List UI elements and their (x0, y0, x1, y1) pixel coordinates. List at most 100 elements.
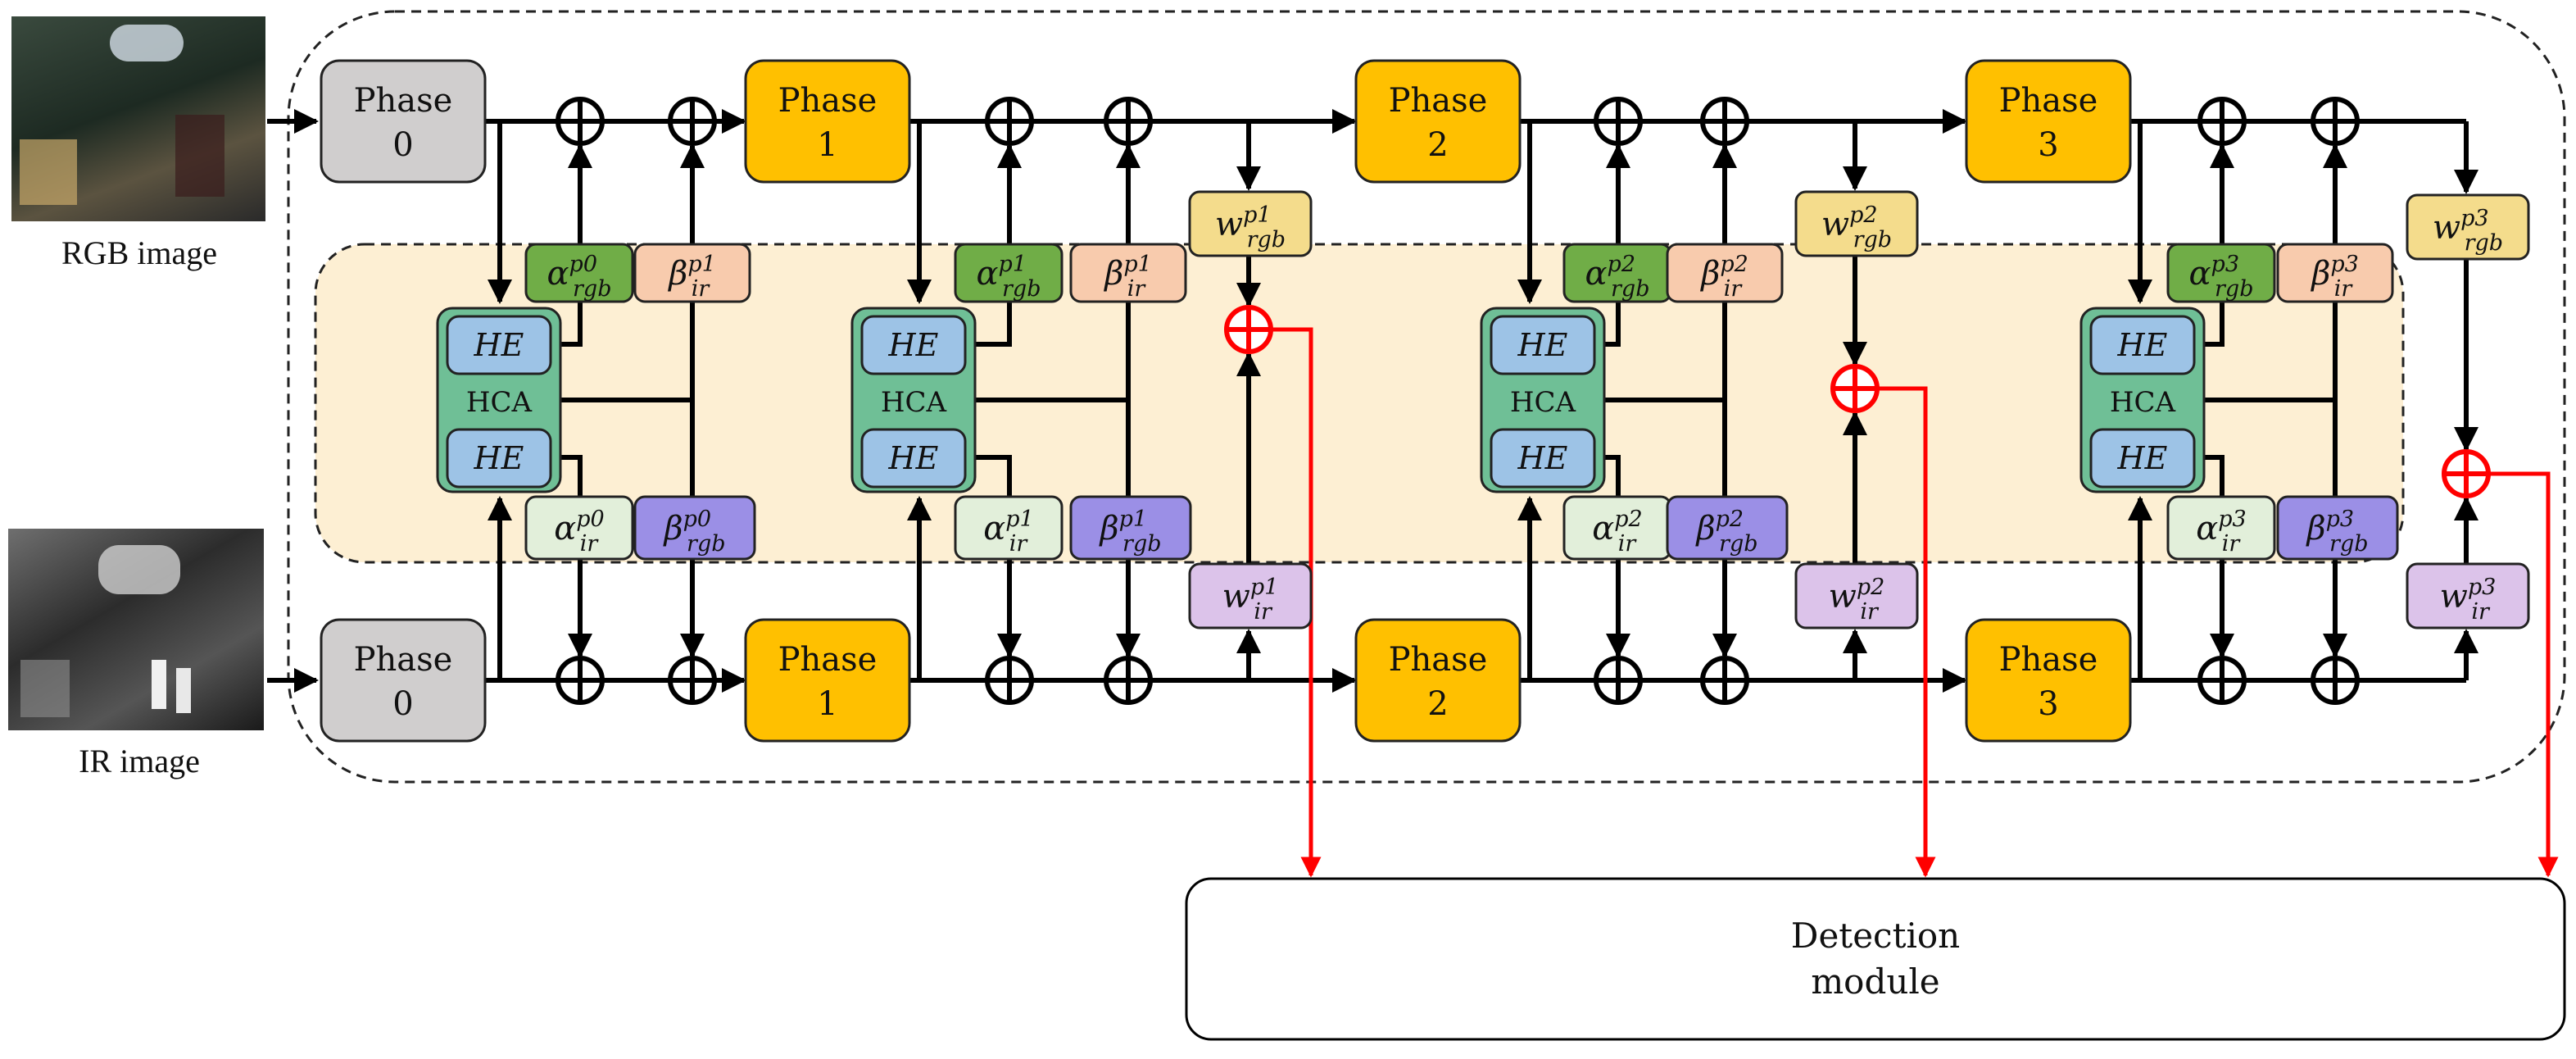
phase-0-rgb-number: 0 (392, 126, 413, 164)
backbone-container (287, 10, 2566, 784)
stage-1-rgb-add-beta (1104, 97, 1153, 146)
stage-2-rgb-add-alpha (1594, 97, 1643, 146)
stage-1-beta-ir (1069, 243, 1187, 303)
stage-3-hca-label: HCA (2110, 386, 2176, 419)
stage-2-beta-ir (1666, 243, 1784, 303)
stage-2-beta-rgb (1666, 495, 1789, 561)
stage-0-he-to-plus1-rgb (560, 143, 592, 347)
stage-0-alpha-rgb (524, 243, 634, 303)
phase-0-rgb (320, 59, 487, 184)
detection-label-line2: module (1811, 961, 1939, 1002)
rgb-input-image (11, 16, 265, 221)
stage-0-he-to-plus1-ir (560, 455, 592, 658)
stage-0-hca-he-top (446, 315, 552, 375)
stage-2-hca-he-bottom (1490, 428, 1596, 489)
stage-1-hca-he-top-label: HE (888, 327, 939, 363)
fusion-1-to-detection (1272, 327, 1322, 878)
stage-2-he-to-plus1-rgb (1604, 143, 1630, 347)
stage-2-rgb-add-beta (1700, 97, 1749, 146)
stage-0-ir-add-alpha (556, 656, 605, 705)
stage-0-ir-add-beta (668, 656, 717, 705)
phase-0-rgb-word: Phase (354, 82, 453, 120)
stage-3-rgb-add-alpha (2197, 97, 2247, 146)
stage-3-he-to-plus1-ir (2204, 455, 2234, 658)
stage-2-ir-add-alpha (1594, 656, 1643, 705)
stage-0-hca-he-top-label: HE (474, 327, 524, 363)
stage-0-rgb-add-beta (668, 97, 717, 146)
phase-1-ir (744, 618, 911, 743)
phase-3-rgb (1965, 59, 2132, 184)
fusion-2-sum (1830, 364, 1880, 413)
phase-0-ir-word: Phase (354, 641, 453, 679)
phase-0-ir-number: 0 (392, 685, 413, 723)
stage-2-hca-he-top-label: HE (1517, 327, 1568, 363)
stage-3-ir-add-beta (2311, 656, 2360, 705)
phase-3-rgb-number: 3 (2038, 126, 2058, 164)
stage-3-ir-add-alpha (2197, 656, 2247, 705)
fusion-3-w-rgb (2406, 193, 2530, 261)
phase-2-ir-number: 2 (1427, 685, 1448, 723)
phase-1-rgb-number: 1 (817, 126, 837, 164)
rgb-image-caption: RGB image (61, 234, 217, 271)
stage-1-ir-add-alpha (985, 656, 1034, 705)
stage-2-ir-add-beta (1700, 656, 1749, 705)
stage-1-hca-he-top (860, 315, 967, 375)
fusion-3-w-ir (2406, 562, 2530, 629)
fusion-2-to-detection (1878, 386, 1936, 878)
phase-2-rgb (1354, 59, 1522, 184)
stage-3-beta-rgb (2276, 495, 2399, 561)
phase-1-ir-word: Phase (778, 641, 878, 679)
phase-3-ir-word: Phase (1999, 641, 2098, 679)
ir-input-image (8, 529, 264, 730)
stage-2-hca-label: HCA (1510, 386, 1576, 419)
stage-0-alpha-ir (524, 495, 634, 561)
phase-3-rgb-word: Phase (1999, 82, 2098, 120)
stage-1-rgb-add-alpha (985, 97, 1034, 146)
stage-3-he-to-plus1-rgb (2204, 143, 2234, 347)
stage-1-alpha-ir (954, 495, 1064, 561)
phase-2-ir (1354, 618, 1522, 743)
stage-1-ir-add-beta (1104, 656, 1153, 705)
stage-3-beta-ir (2276, 243, 2394, 303)
ir-image-caption: IR image (79, 743, 200, 779)
fusion-3-to-detection (2489, 471, 2559, 878)
stage-3-alpha-ir (2166, 495, 2276, 561)
phase-2-ir-word: Phase (1389, 641, 1488, 679)
phase-0-ir (320, 618, 487, 743)
stage-0-hca-he-bottom-label: HE (474, 440, 524, 476)
stage-0-hca-label: HCA (466, 386, 533, 419)
detection-label-line1: Detection (1791, 916, 1960, 956)
stage-3-rgb-add-beta (2311, 97, 2360, 146)
stage-2-he-to-plus1-ir (1604, 455, 1630, 658)
stage-3-alpha-rgb (2166, 243, 2276, 303)
phase-3-ir-number: 3 (2038, 685, 2058, 723)
stage-0-beta-rgb (633, 495, 756, 561)
stage-1-hca-label: HCA (881, 386, 947, 419)
phase-1-ir-number: 1 (817, 685, 837, 723)
stage-3-hca-he-top-label: HE (2117, 327, 2168, 363)
fusion-1-w-rgb (1188, 190, 1313, 257)
fusion-1-sum (1224, 305, 1273, 354)
stage-1-hca-he-bottom-label: HE (888, 440, 939, 476)
hca-band (314, 243, 2405, 564)
stage-0-rgb-add-alpha (556, 97, 605, 146)
stage-1-he-to-plus1-rgb (975, 143, 1022, 347)
phase-2-rgb-word: Phase (1389, 82, 1488, 120)
stage-2-hca-he-top (1490, 315, 1596, 375)
